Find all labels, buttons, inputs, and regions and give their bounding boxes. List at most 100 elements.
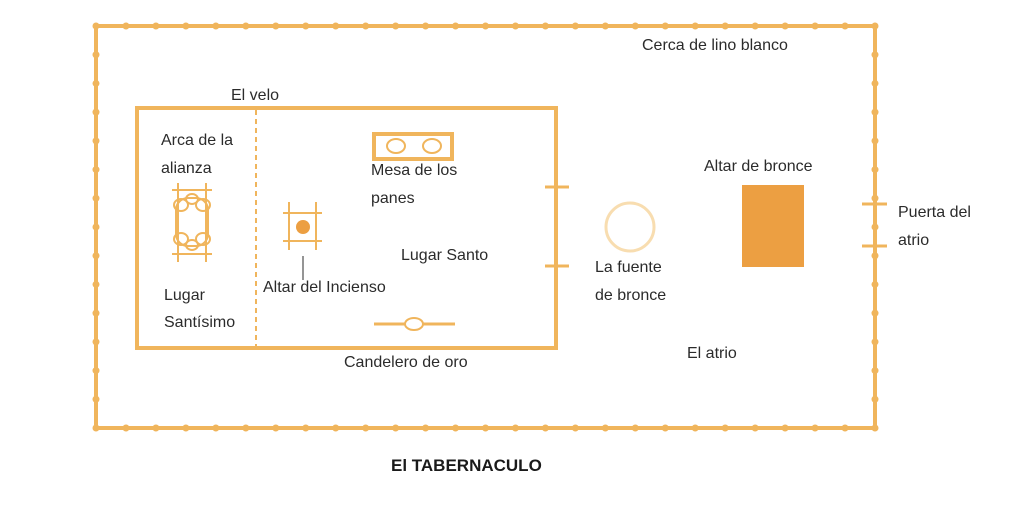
- fence-post: [541, 22, 549, 30]
- fence-post: [272, 424, 280, 432]
- incense-altar-label: Altar del Incienso: [263, 279, 386, 296]
- fence-post: [511, 22, 519, 30]
- fence-post: [721, 22, 729, 30]
- fence-post: [781, 424, 789, 432]
- fence-post: [122, 22, 130, 30]
- fence-post: [871, 280, 879, 288]
- fence-post: [302, 424, 310, 432]
- fence-post: [92, 137, 100, 145]
- holiest-label-line1: Lugar: [164, 287, 205, 304]
- fence-post: [691, 22, 699, 30]
- fence-post: [92, 338, 100, 346]
- fence-post: [661, 22, 669, 30]
- fence-post: [691, 424, 699, 432]
- fence-post: [212, 424, 220, 432]
- fence-post: [182, 22, 190, 30]
- bronze-altar-label: Altar de bronce: [704, 158, 813, 175]
- fence-post: [272, 22, 280, 30]
- fence-post: [92, 166, 100, 174]
- fence-post: [841, 424, 849, 432]
- fence-post: [871, 424, 879, 432]
- fence-post: [482, 22, 489, 30]
- fence-post: [422, 22, 430, 30]
- ark-icon: [172, 183, 212, 262]
- fence-post: [242, 22, 250, 30]
- holy-place-label: Lugar Santo: [401, 247, 489, 264]
- fence-post: [302, 22, 310, 30]
- fence-post: [92, 22, 100, 30]
- fence-post: [871, 108, 879, 116]
- incense-altar-icon: [283, 202, 322, 250]
- table-of-showbread-icon: [372, 132, 454, 161]
- fence-post: [332, 424, 340, 432]
- fence-post: [871, 223, 879, 231]
- veil-label: El velo: [231, 87, 280, 104]
- fence-post: [811, 22, 819, 30]
- tent-outline: [135, 106, 558, 350]
- fence-post: [92, 252, 100, 260]
- fence-post: [422, 424, 430, 432]
- fence-post: [332, 22, 340, 30]
- fence-post: [152, 22, 160, 30]
- holiest-label-line2: Santísimo: [164, 314, 236, 331]
- ark-label-line1: Arca de la: [161, 132, 234, 149]
- fence-post: [92, 79, 100, 87]
- bronze-altar-icon: [742, 185, 804, 267]
- fence-post: [751, 22, 759, 30]
- fence-post: [871, 367, 879, 375]
- fence-post: [781, 22, 789, 30]
- fence-post: [871, 395, 879, 403]
- fence-post: [92, 309, 100, 317]
- fence-post: [541, 424, 549, 432]
- fence-post: [362, 424, 370, 432]
- laver-label-line2: de bronce: [595, 287, 667, 304]
- fence-post: [871, 309, 879, 317]
- fence-post: [92, 194, 100, 202]
- fence-post: [92, 108, 100, 116]
- fence-post: [631, 424, 639, 432]
- fence-post: [92, 51, 100, 59]
- fence-post: [571, 22, 579, 30]
- gate-label-line2: atrio: [898, 232, 930, 249]
- fence-post: [661, 424, 669, 432]
- fence-post: [631, 22, 639, 30]
- fence-post: [452, 22, 460, 30]
- fence-post: [871, 252, 879, 260]
- fence-post: [571, 424, 579, 432]
- fence-post: [871, 338, 879, 346]
- fence-post: [92, 395, 100, 403]
- fence-post: [871, 51, 879, 59]
- fence-post: [811, 424, 819, 432]
- fence-label: Cerca de lino blanco: [642, 37, 788, 54]
- table-label-line2: panes: [371, 190, 415, 207]
- fence-post: [392, 22, 400, 30]
- fence-post: [721, 424, 729, 432]
- fence-post: [242, 424, 250, 432]
- laver-label-line1: La fuente: [595, 259, 662, 276]
- fence-post: [871, 194, 879, 202]
- fence-post: [392, 424, 400, 432]
- fence-post: [871, 79, 879, 87]
- fence-post: [841, 22, 849, 30]
- fence-post: [452, 424, 460, 432]
- fence-post: [601, 22, 609, 30]
- fence-post: [92, 424, 100, 432]
- fence-post: [182, 424, 190, 432]
- bronze-laver-icon: [604, 201, 656, 253]
- ark-label-line2: alianza: [161, 160, 212, 177]
- fence-post: [871, 22, 879, 30]
- lampstand-icon: [374, 317, 455, 331]
- gate-label-line1: Puerta del: [898, 204, 971, 221]
- diagram-title: El TABERNACULO: [391, 456, 542, 475]
- fence-post: [122, 424, 130, 432]
- fence-post: [751, 424, 759, 432]
- fence-post: [212, 22, 220, 30]
- fence-post: [511, 424, 519, 432]
- fence-post: [152, 424, 160, 432]
- fence-post: [92, 367, 100, 375]
- fence-post: [362, 22, 370, 30]
- lampstand-label: Candelero de oro: [344, 354, 468, 371]
- fence-post: [92, 223, 100, 231]
- table-label-line1: Mesa de los: [371, 162, 458, 179]
